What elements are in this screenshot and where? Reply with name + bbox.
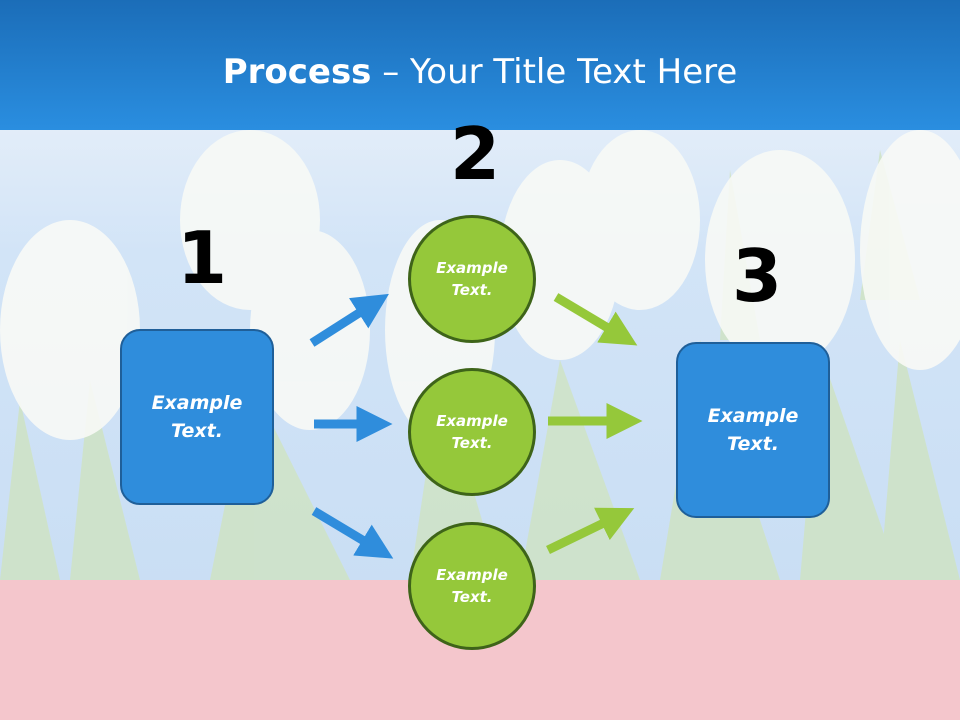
step-number-3: 3 [732,234,783,318]
step-2-circle-bottom-text: Example Text. [436,565,508,607]
step-1-text: Example Text. [151,391,243,443]
step-2-circle-top[interactable]: Example Text. [408,215,536,343]
step-2-circle-top-text: Example Text. [436,258,508,300]
step-2-circle-middle-text: Example Text. [436,411,508,453]
step-1-box[interactable]: Example Text. [120,329,274,505]
slide-title: Process – Your Title Text Here [0,52,960,92]
title-bold: Process [222,52,372,92]
arrow-blue-down [311,507,394,559]
step-3-text: Example Text. [707,404,799,456]
arrow-blue-up [309,293,389,347]
title-rest: – Your Title Text Here [371,52,738,92]
step-3-box[interactable]: Example Text. [676,342,830,518]
step-number-1: 1 [177,216,228,300]
step-number-2: 2 [450,112,501,196]
step-2-circle-middle[interactable]: Example Text. [408,368,536,496]
step-2-circle-bottom[interactable]: Example Text. [408,522,536,650]
arrow-green-up [546,507,635,555]
arrow-green-down [553,293,638,346]
